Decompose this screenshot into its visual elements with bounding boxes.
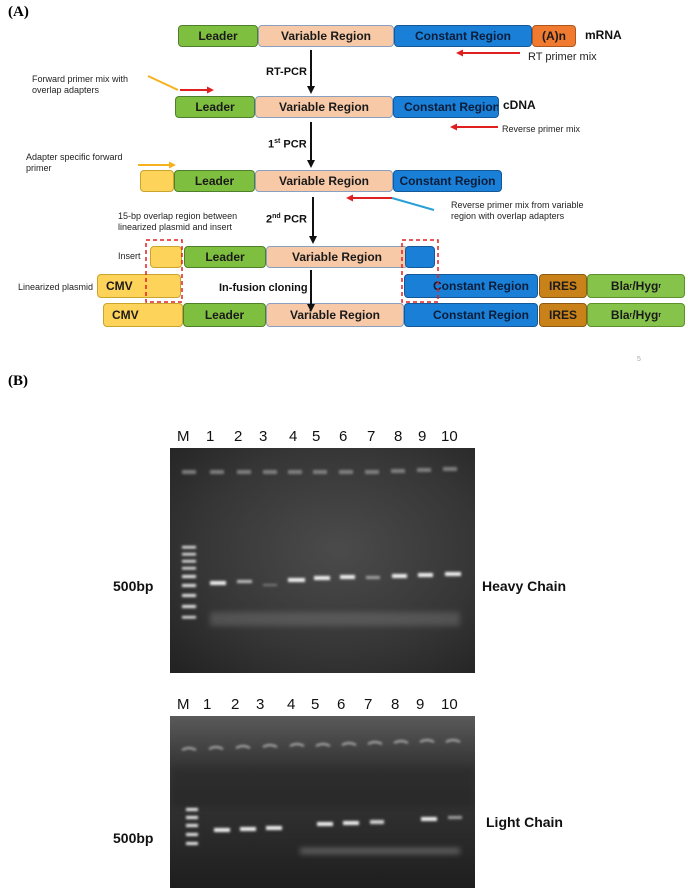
light-lane-label-8: 8 <box>391 696 400 713</box>
overlap-note: 15-bp overlap region between linearized … <box>118 211 238 232</box>
final-hyg-sup2: r <box>658 311 662 319</box>
plasmid-ires-segment: IRES <box>539 274 587 298</box>
step-in-fusion: In-fusion cloning <box>219 282 308 294</box>
plasmid-bla-sup1: r <box>629 282 633 290</box>
panel-a-arrows <box>138 49 520 312</box>
light-lane-label-10: 10 <box>441 696 458 713</box>
heavy-chain-label: Heavy Chain <box>482 578 567 594</box>
cdna-variable-segment: Variable Region <box>255 96 393 118</box>
light-lane-label-2: 2 <box>231 696 240 713</box>
linearized-plasmid-label: Linearized plasmid <box>18 282 94 292</box>
step-1st-pcr-rest: PCR <box>280 138 307 151</box>
insert-leader-segment: Leader <box>184 246 266 268</box>
insert-variable-segment: Variable Region <box>266 246 408 268</box>
mrna-leader-segment: Leader <box>178 25 258 47</box>
page-number: 5 <box>637 356 641 363</box>
rt-primer-label: RT primer mix <box>528 51 597 63</box>
heavy-lane-label-9: 9 <box>418 428 427 445</box>
mrna-tag: mRNA <box>585 28 622 42</box>
heavy-chain-gel-image <box>170 448 475 673</box>
light-lane-label-m: M <box>177 696 190 713</box>
row3-adapter-segment <box>140 170 174 192</box>
final-bla-text: Bla <box>610 308 630 322</box>
light-lane-label-1: 1 <box>203 696 212 713</box>
reverse-primer-label: Reverse primer mix <box>502 124 581 134</box>
heavy-lane-label-3: 3 <box>259 428 268 445</box>
plasmid-cmv-segment: CMV <box>97 274 181 298</box>
reverse-primer-var-label: Reverse primer mix from variable region … <box>451 200 584 221</box>
panel-b-label: (B) <box>8 373 28 389</box>
row3-constant-segment: Constant Region <box>393 170 502 192</box>
step-2nd-pcr-rest: PCR <box>280 213 307 226</box>
plasmid-hyg-sup2: r <box>658 282 662 290</box>
mrna-polya-segment: (A)n <box>532 25 576 47</box>
heavy-lane-label-2: 2 <box>234 428 243 445</box>
heavy-lane-label-5: 5 <box>312 428 321 445</box>
step-1st-pcr-sup: st <box>274 138 281 145</box>
row3-leader-segment: Leader <box>174 170 255 192</box>
heavy-lane-label-6: 6 <box>339 428 348 445</box>
heavy-lane-label-4: 4 <box>289 428 298 445</box>
adapter-primer-label: Adapter specific forward primer <box>26 152 123 173</box>
light-chain-gel-image <box>170 716 475 888</box>
step-2nd-pcr: 2nd PCR <box>266 213 307 226</box>
light-lane-label-5: 5 <box>311 696 320 713</box>
heavy-lane-label-7: 7 <box>367 428 376 445</box>
final-hyg-text: /Hyg <box>632 308 659 322</box>
light-lane-label-3: 3 <box>256 696 265 713</box>
forward-primer-pointer <box>147 75 179 91</box>
plasmid-constant-segment: Constant Region <box>404 274 538 298</box>
forward-primer-label: Forward primer mix with overlap adapters <box>32 74 129 95</box>
panel-a-label: (A) <box>8 4 29 20</box>
cdna-leader-segment: Leader <box>175 96 255 118</box>
overlap-box-right <box>401 239 439 303</box>
cdna-tag: cDNA <box>503 98 536 112</box>
light-lane-label-4: 4 <box>287 696 296 713</box>
step-1st-pcr: 1st PCR <box>268 138 307 151</box>
step-1st-pcr-num: 1 <box>268 138 275 151</box>
final-cmv-segment: CMV <box>103 303 183 327</box>
plasmid-hyg-text: /Hyg <box>632 279 659 293</box>
insert-label: Insert <box>118 251 141 261</box>
final-bla-sup1: r <box>629 311 633 319</box>
light-marker-500bp: 500bp <box>113 830 154 846</box>
final-leader-segment: Leader <box>183 303 266 327</box>
plasmid-bla-text: Bla <box>610 279 630 293</box>
overlap-box-left <box>145 239 183 303</box>
step-2nd-pcr-num: 2 <box>266 213 273 226</box>
reverse-var-pointer <box>391 197 435 211</box>
row3-variable-segment: Variable Region <box>255 170 393 192</box>
light-lane-label-6: 6 <box>337 696 346 713</box>
light-lane-label-7: 7 <box>364 696 373 713</box>
heavy-lane-label-1: 1 <box>206 428 215 445</box>
heavy-marker-500bp: 500bp <box>113 578 154 594</box>
mrna-constant-segment: Constant Region <box>394 25 532 47</box>
step-2nd-pcr-sup: nd <box>272 213 281 220</box>
final-constant-segment: Constant Region <box>404 303 538 327</box>
mrna-variable-segment: Variable Region <box>258 25 394 47</box>
heavy-lane-label-m: M <box>177 428 190 445</box>
step-rt-pcr: RT-PCR <box>266 66 307 78</box>
light-chain-label: Light Chain <box>486 814 563 830</box>
light-lane-label-9: 9 <box>416 696 425 713</box>
heavy-lane-label-10: 10 <box>441 428 458 445</box>
cdna-constant-segment: Constant Region <box>393 96 499 118</box>
final-ires-segment: IRES <box>539 303 587 327</box>
insert-adapter-right <box>405 246 435 268</box>
heavy-lane-label-8: 8 <box>394 428 403 445</box>
